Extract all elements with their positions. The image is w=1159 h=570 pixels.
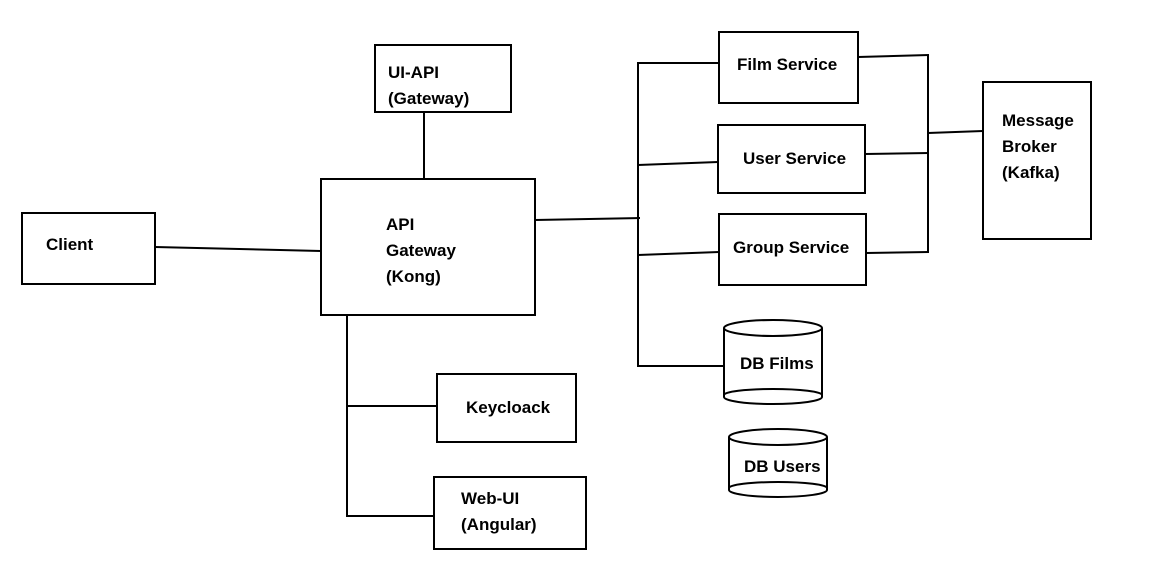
web-ui-box: Web-UI (Angular) <box>433 476 587 550</box>
db-users-label: DB Users <box>744 457 821 476</box>
message-broker-label-line3: (Kafka) <box>1002 163 1060 182</box>
api-gateway-box: API Gateway (Kong) <box>320 178 536 316</box>
message-broker-label-line2: Broker <box>1002 137 1057 156</box>
connector-bus-group <box>637 251 720 256</box>
connector-group-broker <box>865 251 930 254</box>
connector-bus-user <box>637 161 719 166</box>
connector-bus-broker <box>927 130 984 134</box>
keycloak-label: Keycloack <box>466 398 551 417</box>
message-broker-label-line1: Message <box>1002 111 1074 130</box>
api-gateway-label-line2: Gateway <box>386 241 456 260</box>
connector-client-gateway <box>154 246 322 252</box>
film-service-box: Film Service <box>718 31 859 104</box>
connector-film-broker <box>857 54 930 58</box>
connector-user-broker <box>864 152 930 155</box>
db-users-cylinder: DB Users <box>728 428 828 498</box>
user-service-label: User Service <box>743 149 846 168</box>
api-gateway-label-line3: (Kong) <box>386 267 441 286</box>
web-ui-label-line1: Web-UI <box>461 489 519 508</box>
ui-api-box: UI-API (Gateway) <box>374 44 512 113</box>
connectors <box>154 54 984 517</box>
message-broker-box: Message Broker (Kafka) <box>982 81 1092 240</box>
film-service-label: Film Service <box>737 55 837 74</box>
client-label: Client <box>46 235 94 254</box>
ui-api-label-line1: UI-API <box>388 63 439 82</box>
db-films-cylinder: DB Films <box>723 319 823 405</box>
client-box: Client <box>21 212 156 285</box>
connector-gateway-bus <box>534 217 641 221</box>
db-films-label: DB Films <box>740 354 814 373</box>
api-gateway-label-line1: API <box>386 215 414 234</box>
keycloak-box: Keycloack <box>436 373 577 443</box>
user-service-box: User Service <box>717 124 866 194</box>
web-ui-label-line2: (Angular) <box>461 515 537 534</box>
group-service-label: Group Service <box>733 238 849 257</box>
ui-api-label-line2: (Gateway) <box>388 89 469 108</box>
group-service-box: Group Service <box>718 213 867 286</box>
